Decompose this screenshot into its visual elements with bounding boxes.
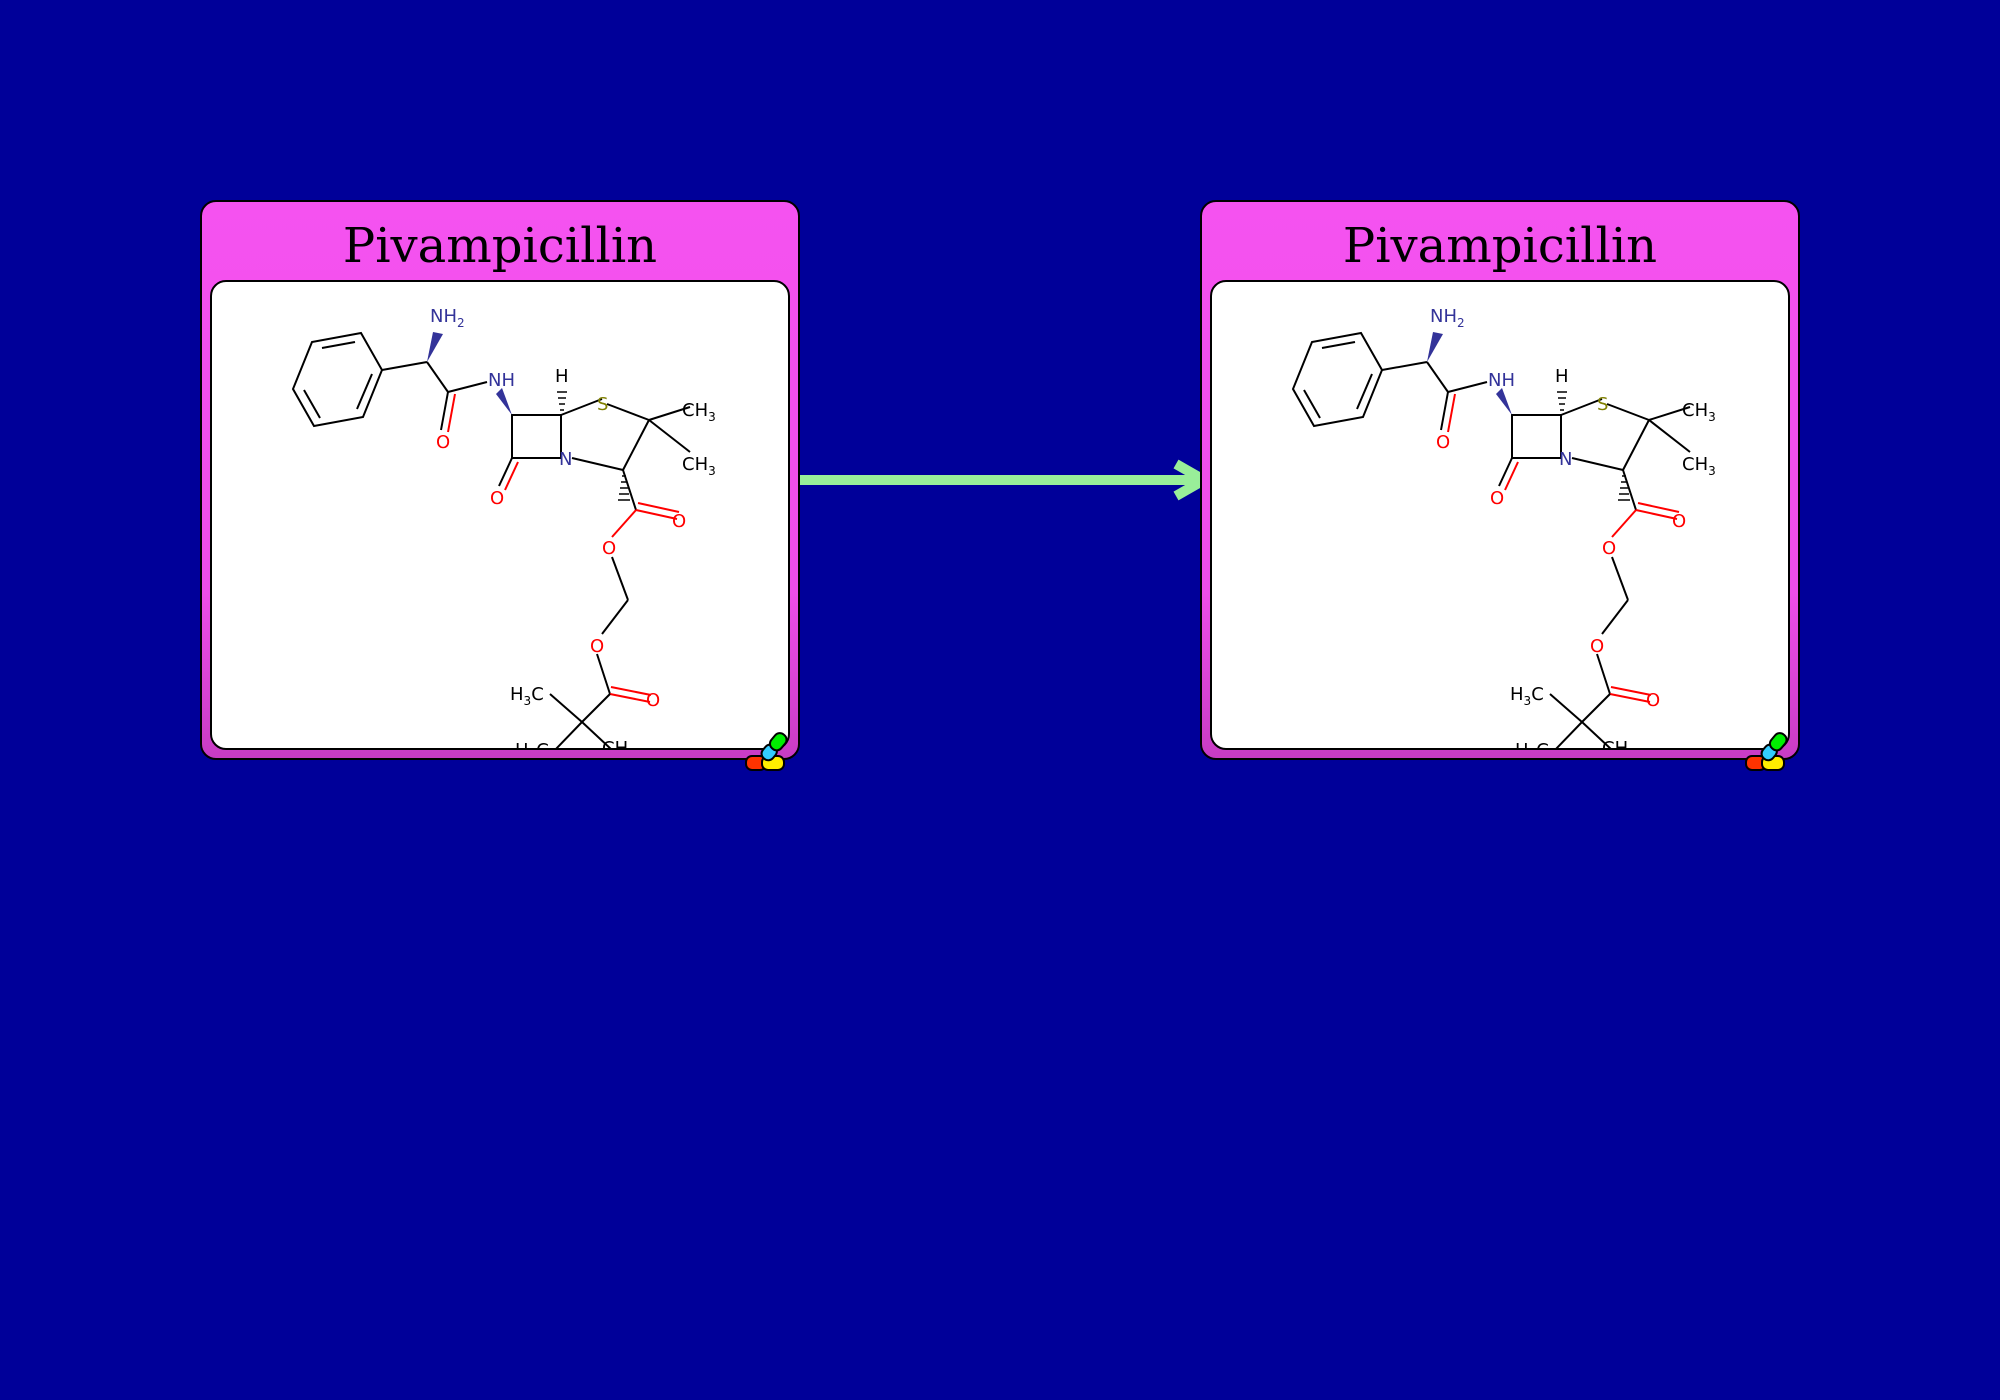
atom-label-o: O bbox=[590, 636, 604, 657]
wedge-bond bbox=[427, 332, 443, 362]
pill-icon bbox=[1745, 732, 1788, 771]
atom-label-o: O bbox=[646, 690, 660, 711]
hash-bond bbox=[1557, 391, 1630, 501]
atom-label-o: O bbox=[1436, 432, 1450, 453]
molecule-node-right[interactable]: Pivampicillin bbox=[1200, 200, 1800, 771]
atom-label-nh2: NH2 bbox=[1430, 306, 1465, 330]
atom-label-h3c: H3C bbox=[1515, 740, 1549, 750]
molecule-node-left[interactable]: Pivampicillin bbox=[200, 200, 800, 771]
atom-label-o: O bbox=[490, 488, 504, 509]
atom-label-n: N bbox=[1559, 449, 1572, 470]
hash-bond bbox=[557, 391, 630, 501]
structure-panel: NH2 NH H S CH3 CH3 N O O O O O O H3C H3C… bbox=[1210, 280, 1790, 750]
atom-label-o: O bbox=[436, 432, 450, 453]
molecule-structure: NH2 NH H S CH3 CH3 N O O O O O O H3C H3C… bbox=[291, 306, 716, 750]
atom-label-o: O bbox=[602, 538, 616, 559]
atom-label-o: O bbox=[1672, 511, 1686, 532]
atom-label-ch3: CH3 bbox=[1682, 400, 1716, 424]
wedge-bond bbox=[1496, 388, 1512, 415]
atom-label-nh: NH bbox=[1488, 370, 1515, 391]
atom-label-nh2: NH2 bbox=[430, 306, 465, 330]
atom-label-h: H bbox=[1555, 366, 1569, 387]
atom-label-nh: NH bbox=[488, 370, 515, 391]
atom-label-ch3: CH3 bbox=[1602, 738, 1636, 750]
bonds bbox=[1291, 331, 1691, 748]
atom-label-o: O bbox=[672, 511, 686, 532]
node-title: Pivampicillin bbox=[1342, 218, 1658, 274]
wedge-bond bbox=[1427, 332, 1443, 362]
atom-label-s: S bbox=[597, 394, 608, 415]
atom-label-h3c: H3C bbox=[515, 740, 549, 750]
wedge-bond bbox=[496, 388, 512, 415]
pill-icon bbox=[745, 732, 788, 771]
atom-label-n: N bbox=[559, 449, 572, 470]
atom-label-h: H bbox=[555, 366, 569, 387]
atom-label-o: O bbox=[1602, 538, 1616, 559]
atom-label-s: S bbox=[1597, 394, 1608, 415]
node-title: Pivampicillin bbox=[342, 218, 658, 274]
atom-label-ch3: CH3 bbox=[1682, 454, 1716, 478]
structure-panel: NH2 NH H S CH3 CH3 N O O O O O O H3C H3C… bbox=[210, 280, 790, 750]
atom-label-o: O bbox=[1590, 636, 1604, 657]
molecule-structure: NH2 NH H S CH3 CH3 N O O O O O O H3C H3C… bbox=[1291, 306, 1716, 750]
atom-label-ch3: CH3 bbox=[682, 454, 716, 478]
atom-label-h3c: H3C bbox=[1510, 684, 1544, 708]
atom-label-o: O bbox=[1490, 488, 1504, 509]
atom-label-ch3: CH3 bbox=[602, 738, 636, 750]
atom-label-h3c: H3C bbox=[510, 684, 544, 708]
atom-label-ch3: CH3 bbox=[682, 400, 716, 424]
bonds bbox=[291, 331, 691, 748]
atom-label-o: O bbox=[1646, 690, 1660, 711]
